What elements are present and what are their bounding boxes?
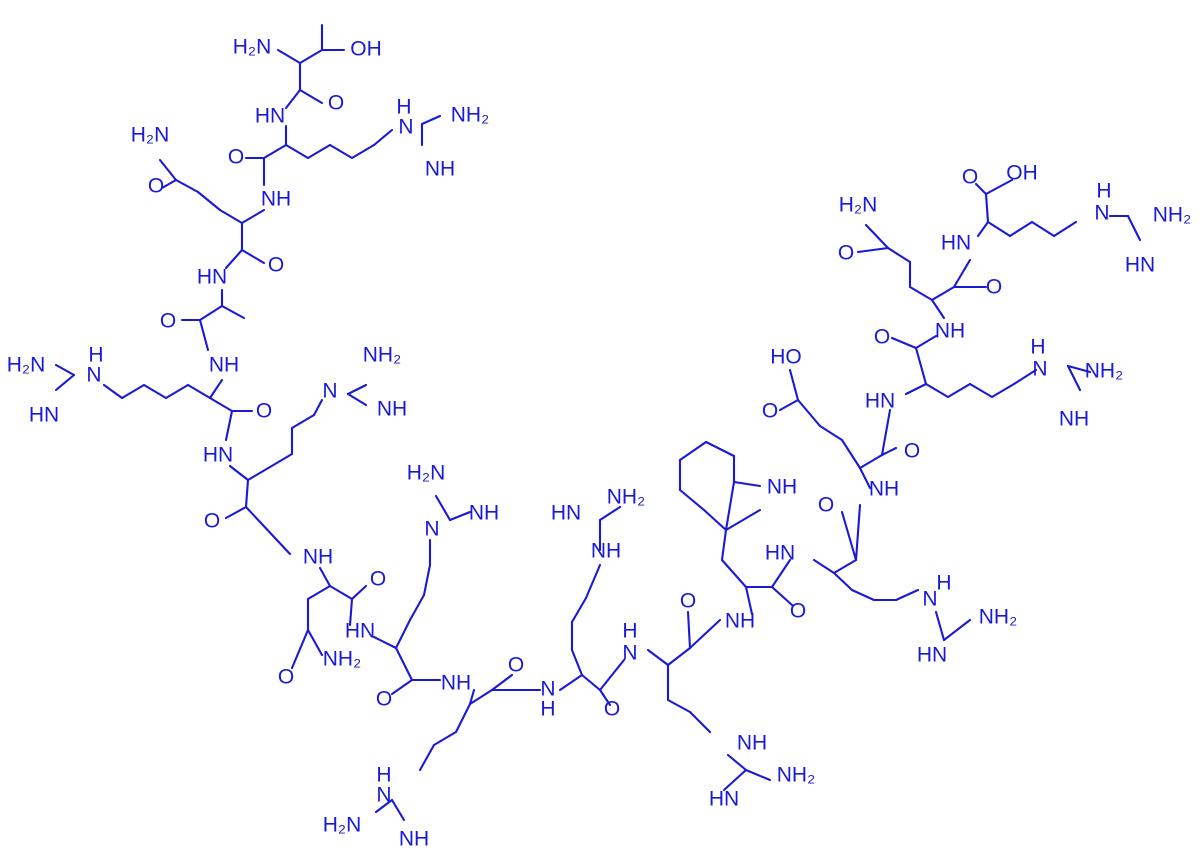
- label-nh: NH: [725, 610, 755, 633]
- label-nh: NH: [425, 158, 455, 181]
- label-h2n: H₂N: [233, 36, 271, 59]
- label-o: O: [328, 92, 344, 115]
- label-h: H: [936, 572, 951, 595]
- label-hn: HN: [865, 390, 895, 413]
- label-n: N: [1032, 358, 1047, 381]
- label-o: O: [256, 400, 272, 423]
- label-oh: OH: [350, 38, 382, 61]
- label-o: O: [838, 242, 854, 265]
- label-nh: NH: [469, 502, 499, 525]
- label-hn: HN: [765, 542, 795, 565]
- label-nh2: NH₂: [1085, 360, 1123, 383]
- label-h: H: [1096, 180, 1111, 203]
- label-o: O: [268, 254, 284, 277]
- label-h: H: [376, 764, 391, 787]
- label-hn: HN: [709, 788, 739, 811]
- label-nh: NH: [209, 354, 239, 377]
- label-nh2: NH₂: [777, 764, 815, 787]
- label-nh: NH: [441, 672, 471, 695]
- label-o: O: [376, 688, 392, 711]
- label-indole-nh: NH: [767, 476, 797, 499]
- label-h2n: H₂N: [131, 124, 169, 147]
- label-nh: NH: [303, 546, 333, 569]
- label-h: H: [88, 344, 103, 367]
- label-nh: NH: [399, 828, 429, 851]
- label-hn: HN: [29, 404, 59, 427]
- label-o: O: [228, 146, 244, 169]
- label-cooh-oh: OH: [1006, 162, 1038, 185]
- label-hn: HN: [941, 232, 971, 255]
- label-h: H: [396, 96, 411, 119]
- label-n: N: [622, 642, 637, 665]
- label-n: N: [922, 588, 937, 611]
- label-n: N: [424, 518, 439, 541]
- label-nh: NH: [737, 732, 767, 755]
- label-ho: HO: [770, 346, 802, 369]
- label-o: O: [160, 310, 176, 333]
- label-o: O: [278, 666, 294, 689]
- label-hn: HN: [197, 266, 227, 289]
- label-n: N: [540, 678, 555, 701]
- label-o: O: [762, 400, 778, 423]
- label-h: H: [1030, 336, 1045, 359]
- label-hn: HN: [551, 502, 581, 525]
- label-n: N: [376, 784, 391, 807]
- label-nh2: NH₂: [607, 486, 645, 509]
- label-o: O: [904, 440, 920, 463]
- label-o: O: [818, 494, 834, 517]
- label-n: N: [1094, 202, 1109, 225]
- label-nh2: NH₂: [323, 648, 361, 671]
- label-nh: NH: [591, 540, 621, 563]
- bond-layer: [54, 23, 1142, 822]
- label-h: H: [540, 698, 555, 721]
- label-o: O: [680, 590, 696, 613]
- label-o: O: [986, 276, 1002, 299]
- label-o: O: [148, 175, 164, 198]
- label-n: N: [398, 116, 413, 139]
- atom-label-layer: H₂N OH O HN H N NH₂ NH H₂N O O NH O HN O…: [7, 36, 1191, 851]
- label-o: O: [204, 510, 220, 533]
- label-n: N: [322, 380, 337, 403]
- label-nh: NH: [261, 188, 291, 211]
- label-hn: HN: [345, 620, 375, 643]
- label-hn: HN: [917, 644, 947, 667]
- label-nh2: NH₂: [451, 104, 489, 127]
- label-o: O: [370, 568, 386, 591]
- label-h2n: H₂N: [323, 814, 361, 837]
- label-o: O: [962, 166, 978, 189]
- label-hn: HN: [203, 444, 233, 467]
- label-h: H: [622, 620, 637, 643]
- label-nh2: NH₂: [1153, 204, 1191, 227]
- label-nh: NH: [869, 478, 899, 501]
- label-o: O: [874, 326, 890, 349]
- label-nh2: NH₂: [979, 606, 1017, 629]
- label-n: N: [86, 364, 101, 387]
- label-o: O: [790, 600, 806, 623]
- label-o: O: [508, 654, 524, 677]
- label-hn: HN: [255, 105, 285, 128]
- label-h2n: H₂N: [407, 462, 445, 485]
- label-nh: NH: [1059, 408, 1089, 431]
- label-nh: NH: [377, 398, 407, 421]
- label-h2n: H₂N: [7, 354, 45, 377]
- label-o: O: [604, 698, 620, 721]
- label-nh: NH: [935, 320, 965, 343]
- label-nh2: NH₂: [363, 344, 401, 367]
- label-hn: HN: [1125, 254, 1155, 277]
- label-h2n: H₂N: [839, 194, 877, 217]
